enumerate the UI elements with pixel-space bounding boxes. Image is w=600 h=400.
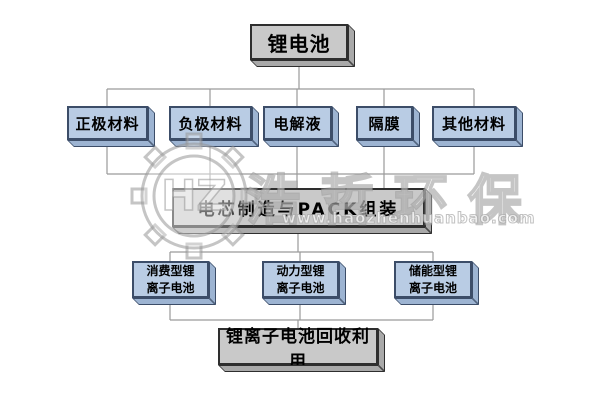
node-battery-recycling-label: 锂离子电池回收利用 — [226, 326, 370, 372]
node-anode-material: 负极材料 — [169, 106, 252, 140]
node-other-materials-label: 其他材料 — [441, 114, 506, 133]
node-lithium-battery-label: 锂电池 — [267, 31, 331, 56]
node-storage-battery: 储能型锂 离子电池 — [394, 261, 472, 298]
node-cathode-material-label: 正极材料 — [75, 114, 140, 133]
node-separator-label: 隔膜 — [368, 114, 401, 133]
node-separator: 隔膜 — [356, 106, 413, 140]
node-lithium-battery: 锂电池 — [250, 24, 348, 60]
node-power-battery: 动力型锂 离子电池 — [262, 261, 339, 298]
node-power-battery-line2: 离子电池 — [276, 280, 325, 295]
node-consumer-battery-line1: 消费型锂 — [146, 264, 195, 279]
node-battery-recycling: 锂离子电池回收利用 — [218, 327, 378, 372]
node-storage-battery-line2: 离子电池 — [408, 280, 457, 295]
node-cell-pack-assembly: 电芯制造与PACK组装 — [172, 188, 425, 227]
node-cell-pack-assembly-label: 电芯制造与PACK组装 — [197, 200, 400, 220]
node-other-materials: 其他材料 — [432, 106, 516, 140]
node-cathode-material: 正极材料 — [67, 106, 148, 140]
node-electrolyte: 电解液 — [263, 106, 332, 140]
node-consumer-battery: 消费型锂 离子电池 — [132, 261, 209, 298]
node-storage-battery-line1: 储能型锂 — [408, 264, 457, 279]
node-power-battery-line1: 动力型锂 — [276, 264, 325, 279]
node-anode-material-label: 负极材料 — [178, 114, 243, 133]
node-consumer-battery-line2: 离子电池 — [146, 280, 195, 295]
node-electrolyte-label: 电解液 — [273, 114, 322, 133]
